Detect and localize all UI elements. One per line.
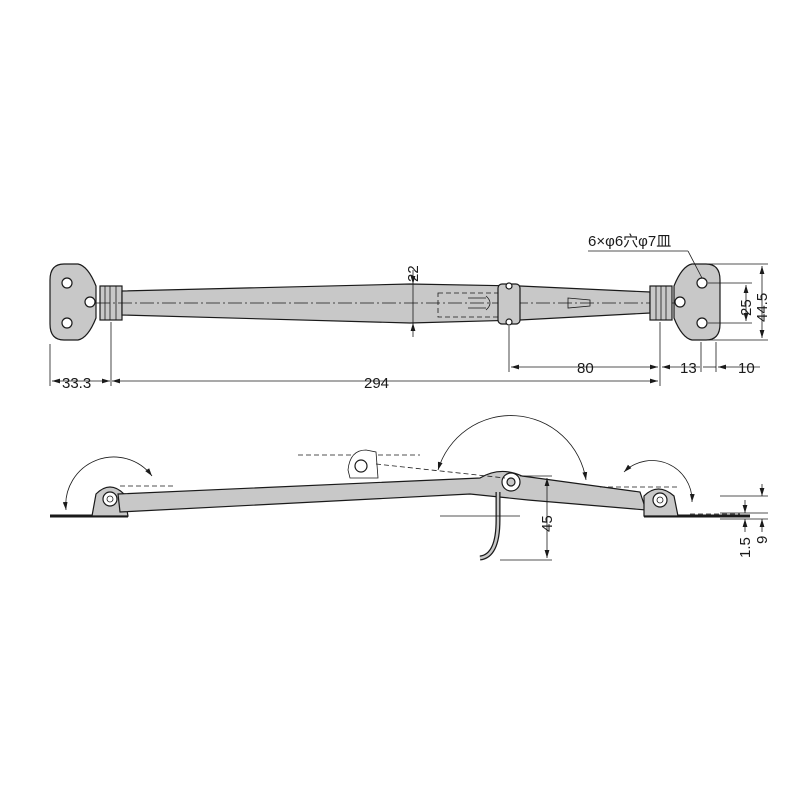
- stay-bar: [121, 283, 651, 324]
- dim-bar-height: 22: [405, 265, 422, 282]
- side-arm: [117, 470, 647, 513]
- right-plate-hole-bottom: [696, 317, 708, 329]
- dim-slot-length: 80: [577, 360, 594, 377]
- side-view: 45 1.5 9: [50, 415, 771, 561]
- dim-hole-pitch: 25: [738, 299, 755, 316]
- dim-plate-height: 44.5: [754, 293, 771, 322]
- dim-left-offset: 33.3: [62, 375, 91, 392]
- center-rotation-arc: [437, 415, 588, 481]
- dim-plate-offset: 13: [680, 360, 697, 377]
- side-hook: [479, 492, 501, 561]
- dim-overall-length: 294: [364, 375, 389, 392]
- latch-slider: [497, 283, 521, 325]
- dim-base-height: 9: [754, 536, 771, 544]
- dim-plate-thickness: 1.5: [737, 537, 754, 558]
- dim-plate-edge: 10: [738, 360, 755, 377]
- left-plate-hole-top: [61, 277, 73, 289]
- right-rotation-arc: [623, 460, 695, 503]
- top-view: 6×φ6穴φ7皿 22 33.3 294 80 13 10: [49, 233, 771, 392]
- dim-hook-depth: 45: [539, 515, 556, 532]
- left-plate-hole-middle: [84, 296, 96, 308]
- right-plate-hole-top: [696, 277, 708, 289]
- left-plate-hole-bottom: [61, 317, 73, 329]
- right-plate-hole-middle: [674, 296, 686, 308]
- hole-spec-label: 6×φ6穴φ7皿: [588, 233, 671, 250]
- left-rotation-arc: [62, 456, 153, 511]
